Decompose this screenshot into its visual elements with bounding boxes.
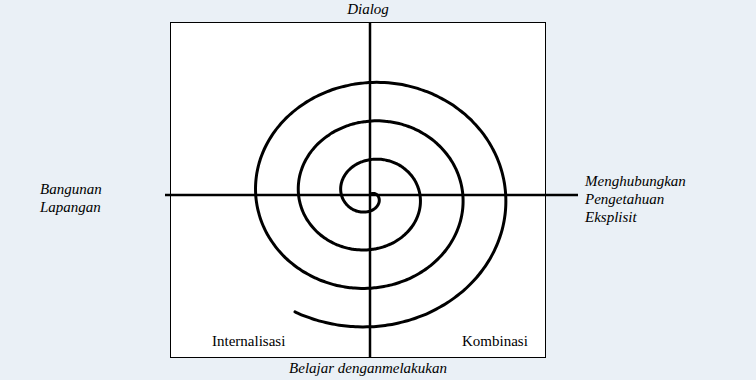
axis-label-right: Menghubungkan Pengetahuan Eksplisit [585,172,705,226]
quadrant-label: Kombinasi [462,332,552,350]
quadrant-label: Internalisasi [212,332,322,350]
knowledge-spiral [256,82,506,327]
vertical-axis [369,22,372,357]
axis-label-left: Bangunan Lapangan [40,180,125,216]
axis-label-top: Dialog [318,0,418,18]
quadrant-frame [171,23,546,358]
axis-label-bottom: Belajar denganmelakukan [228,359,508,377]
